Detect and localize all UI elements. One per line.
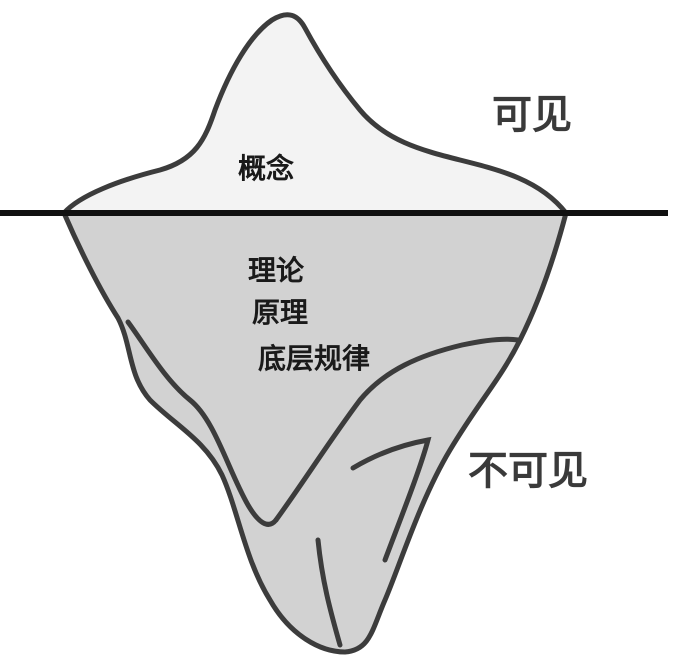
theory-label: 理论 xyxy=(248,254,305,287)
iceberg-crease-right xyxy=(273,336,521,523)
iceberg-crease-left xyxy=(125,319,279,527)
iceberg-underwater xyxy=(61,210,569,655)
label-visible: 可见 xyxy=(492,92,572,138)
iceberg-above-water xyxy=(61,12,569,216)
underlying-law-label: 底层规律 xyxy=(258,342,370,375)
label-invisible: 不可见 xyxy=(468,448,588,494)
concept-label: 概念 xyxy=(238,152,294,185)
iceberg-crease-bottom xyxy=(315,537,343,648)
iceberg-crease-inner xyxy=(350,436,432,563)
principle-label: 原理 xyxy=(252,296,308,329)
